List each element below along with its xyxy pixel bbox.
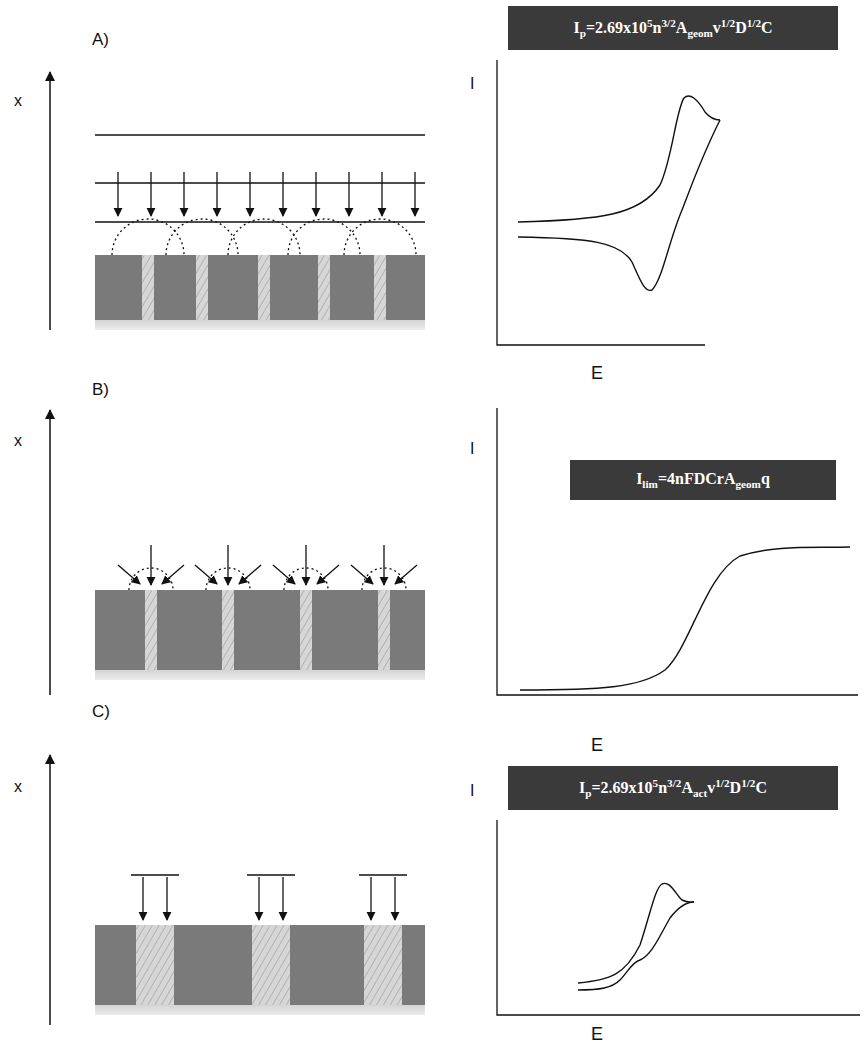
electrode-b [95, 590, 425, 680]
formula-part: 1/2 [747, 17, 761, 29]
axis-label: I [470, 440, 474, 458]
formula-text: Ip=2.69x105n3/2Ageomv1/2D1/2C [573, 17, 772, 39]
axis-label: I [470, 75, 474, 93]
formula-part: lim [642, 478, 658, 490]
formula-part: geom [735, 478, 760, 490]
formula-part: n [658, 779, 667, 796]
formula-part: 5 [647, 17, 653, 29]
formula-part: A [681, 779, 693, 796]
panel-letter: B) [92, 380, 109, 400]
flux-arrow [249, 172, 250, 216]
formula-part: D [730, 779, 742, 796]
formula-box: Ilim=4nFDCrAgeomq [570, 460, 836, 500]
plot-axes [497, 60, 860, 1015]
flux-arrow [183, 172, 184, 216]
formula-box: Ip=2.69x105n3/2Ageomv1/2D1/2C [508, 6, 838, 50]
flux-arrow [282, 172, 283, 216]
formula-part: 1/2 [715, 777, 729, 789]
formula-part: 1/2 [721, 17, 735, 29]
formula-part: C [755, 779, 767, 796]
axis-label: E [591, 363, 603, 384]
formula-part: v [713, 19, 721, 36]
formula-part: 3/2 [662, 17, 676, 29]
electrode-c [95, 925, 425, 1015]
formula-part: 3/2 [667, 777, 681, 789]
formula-part: p [585, 787, 591, 799]
formula-part: I [579, 779, 585, 796]
formula-part: v [707, 779, 715, 796]
flux-arrow [150, 172, 151, 216]
flux-arrow [348, 172, 349, 216]
voltammogram-curves [518, 96, 850, 990]
axis-label: x [14, 778, 22, 796]
formula-part: =2.69x10 [586, 19, 647, 36]
formula-part: C [761, 19, 773, 36]
formula-part: act [693, 787, 707, 799]
formula-part: I [573, 19, 579, 36]
formula-part: geom [687, 27, 712, 39]
flux-arrow [117, 172, 118, 216]
formula-box: Ip=2.69x105n3/2Aactv1/2D1/2C [508, 766, 838, 810]
formula-part: n [653, 19, 662, 36]
formula-part: 1/2 [741, 777, 755, 789]
x-axis-arrows [49, 72, 51, 1025]
panel-letter: C) [92, 702, 110, 722]
flux-arrow [216, 172, 217, 216]
electrode-a [95, 255, 425, 330]
axis-label: E [591, 735, 603, 756]
flux-arrows-c [131, 875, 407, 920]
formula-text: Ip=2.69x105n3/2Aactv1/2D1/2C [579, 777, 767, 799]
axis-label: I [470, 782, 474, 800]
axis-label: x [14, 432, 22, 450]
axis-label: E [591, 1024, 603, 1045]
diffusion-hemispheres-a [112, 219, 416, 255]
formula-part: q [761, 470, 770, 487]
formula-part: p [580, 27, 586, 39]
flux-arrow [414, 172, 415, 216]
flux-arrows-a [118, 172, 415, 216]
formula-part: 5 [653, 777, 659, 789]
formula-text: Ilim=4nFDCrAgeomq [636, 470, 770, 489]
diffusion-hemispheres-b [129, 568, 406, 590]
axis-label: x [14, 92, 22, 110]
formula-part: =4nFDCrA [658, 470, 736, 487]
flux-arrows-b [118, 545, 417, 585]
panel-letter: A) [92, 30, 109, 50]
formula-part: =2.69x10 [591, 779, 652, 796]
diffusion-layers-a [95, 135, 425, 222]
formula-part: D [735, 19, 747, 36]
formula-part: I [636, 470, 642, 487]
flux-arrow [315, 172, 316, 216]
formula-part: A [676, 19, 688, 36]
flux-arrow [381, 172, 382, 216]
